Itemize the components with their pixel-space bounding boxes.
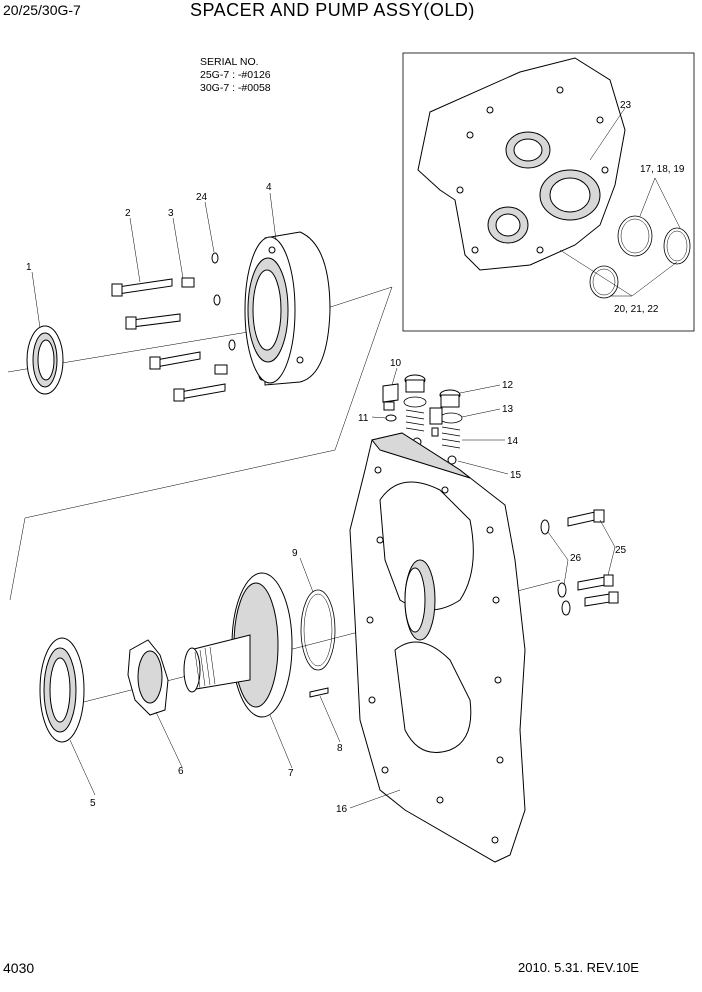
callout-13: 13 [502,404,514,415]
pin-3b [214,364,228,375]
page-number: 4030 [3,960,35,976]
oil-seal-1 [26,325,64,395]
o-ring-17 [617,215,653,257]
spacer-plate-16 [349,432,526,863]
inner-rotor-6 [127,639,169,716]
serial-line-25g: 25G-7 : -#0126 [200,69,271,81]
callout-14: 14 [507,436,519,447]
callout-3: 3 [168,208,174,219]
o-ring-18 [663,227,691,265]
outer-rotor-5 [39,637,85,743]
pump-cover-7 [183,572,293,718]
callout-9: 9 [292,548,298,559]
callout-12: 12 [502,380,514,391]
page-title: SPACER AND PUMP ASSY(OLD) [190,0,475,20]
washers-26 [540,519,571,616]
serial-heading: SERIAL NO. [200,56,259,68]
bolts-2 [111,278,226,402]
callout-4: 4 [266,182,272,193]
inset-frame [402,52,695,332]
revision-date: 2010. 5.31. REV.10E [518,960,639,975]
callout-20-21-22: 20, 21, 22 [614,304,659,315]
callout-6: 6 [178,766,184,777]
model-label: 20/25/30G-7 [3,2,81,18]
leader-lines [31,107,681,809]
axis-line-connector [24,286,393,519]
callout-10: 10 [390,358,402,369]
callout-24: 24 [196,192,208,203]
callout-25: 25 [615,545,627,556]
callout-2: 2 [125,208,131,219]
plug-12 [404,374,461,408]
serial-number-note: SERIAL NO. 25G-7 : -#0126 30G-7 : -#0058 [200,56,271,95]
callout-1: 1 [26,262,32,273]
callout-8: 8 [337,743,343,754]
callout-7: 7 [288,768,294,779]
callout-11: 11 [358,413,369,424]
o-ring-13 [439,412,463,424]
pin-3 [181,277,195,288]
housing-cover-23 [417,57,626,271]
serial-line-30g: 30G-7 : -#0058 [200,82,271,94]
ball-15 [447,455,457,465]
o-ring-20 [589,265,619,299]
callout-17-18-19: 17, 18, 19 [640,164,685,175]
callout-23: 23 [620,100,632,111]
callout-5: 5 [90,798,96,809]
callout-26: 26 [570,553,582,564]
callout-16: 16 [336,804,348,815]
plug-10 [382,383,399,411]
o-ring-9 [300,589,336,671]
pin-8 [309,687,329,698]
bolts-25 [567,509,619,607]
springs-14 [405,409,461,449]
pump-body-4 [244,231,331,386]
callout-15: 15 [510,470,522,481]
o-ring-11 [385,414,397,422]
